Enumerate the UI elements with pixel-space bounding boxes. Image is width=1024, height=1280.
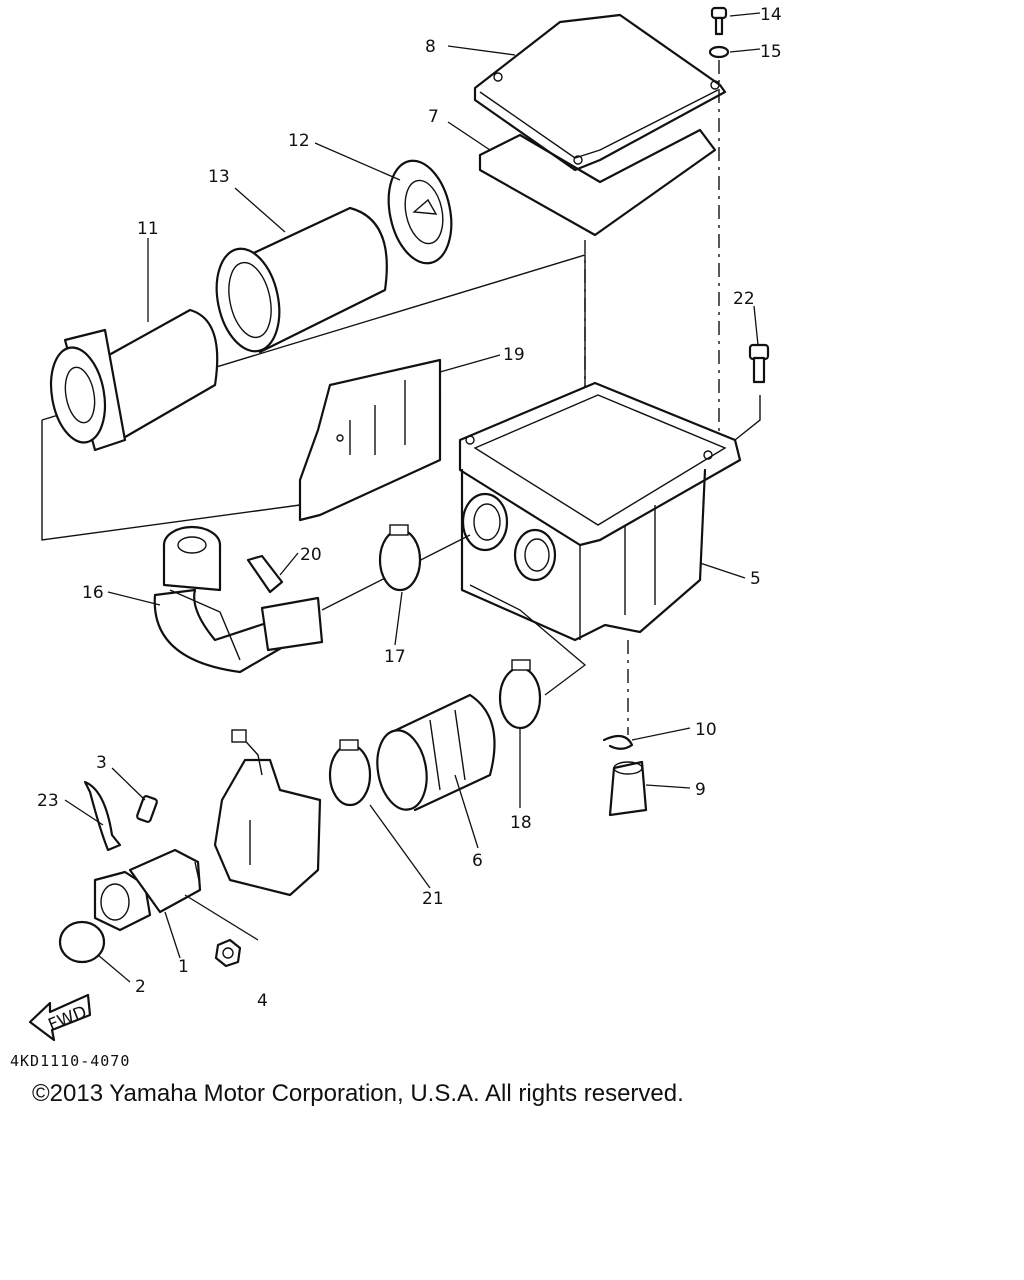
carburetor bbox=[213, 729, 322, 897]
callout-3: 3 bbox=[96, 753, 107, 773]
callout-22: 22 bbox=[733, 289, 755, 309]
callout-8: 8 bbox=[425, 37, 436, 57]
callout-16: 16 bbox=[82, 583, 104, 603]
callout-leaders bbox=[64, 12, 761, 983]
breather-elbow bbox=[246, 554, 284, 594]
copyright-notice: ©2013 Yamaha Motor Corporation, U.S.A. A… bbox=[32, 1080, 684, 1107]
element-guide bbox=[49, 308, 219, 452]
drain-plug bbox=[608, 760, 648, 817]
airbox-plate bbox=[298, 358, 442, 522]
callout-10: 10 bbox=[695, 720, 717, 740]
callout-14: 14 bbox=[760, 5, 782, 25]
clamp-21 bbox=[328, 739, 372, 807]
airbox-case bbox=[458, 381, 761, 642]
callout-9: 9 bbox=[695, 780, 706, 800]
hose-clip bbox=[83, 780, 122, 852]
cap-screw bbox=[710, 6, 728, 36]
manifold-nut bbox=[214, 938, 242, 968]
callout-21: 21 bbox=[422, 889, 444, 909]
callout-labels: 8 7 14 15 12 13 11 22 19 20 16 17 5 10 9… bbox=[37, 5, 782, 1011]
callout-12: 12 bbox=[288, 131, 310, 151]
airbox-cap bbox=[473, 13, 727, 172]
element-cap bbox=[387, 159, 453, 265]
callout-2: 2 bbox=[135, 977, 146, 997]
callout-19: 19 bbox=[503, 345, 525, 365]
fwd-label: FWD bbox=[45, 1002, 89, 1035]
intake-manifold bbox=[93, 848, 202, 932]
air-filter-joint bbox=[376, 693, 496, 812]
cap-washer bbox=[708, 45, 730, 59]
callout-6: 6 bbox=[472, 851, 483, 871]
fwd-direction-arrow: FWD bbox=[28, 993, 92, 1042]
callout-13: 13 bbox=[208, 167, 230, 187]
callout-23: 23 bbox=[37, 791, 59, 811]
air-filter-element bbox=[215, 206, 388, 354]
callout-18: 18 bbox=[510, 813, 532, 833]
callout-7: 7 bbox=[428, 107, 439, 127]
callout-4: 4 bbox=[257, 991, 268, 1011]
callout-20: 20 bbox=[300, 545, 322, 565]
callout-17: 17 bbox=[384, 647, 406, 667]
callout-11: 11 bbox=[137, 219, 159, 239]
manifold-screw bbox=[136, 795, 158, 823]
clamp-17 bbox=[378, 524, 422, 592]
callout-1: 1 bbox=[178, 957, 189, 977]
callout-5: 5 bbox=[750, 569, 761, 589]
intake-tube bbox=[153, 525, 324, 674]
drawing-code: 4KD1110-4070 bbox=[10, 1052, 131, 1070]
manifold-cover bbox=[58, 920, 106, 964]
clamp-18 bbox=[498, 659, 542, 730]
cap-seal bbox=[478, 128, 717, 237]
case-bolt bbox=[748, 343, 770, 384]
callout-15: 15 bbox=[760, 42, 782, 62]
drain-clip bbox=[602, 734, 634, 750]
